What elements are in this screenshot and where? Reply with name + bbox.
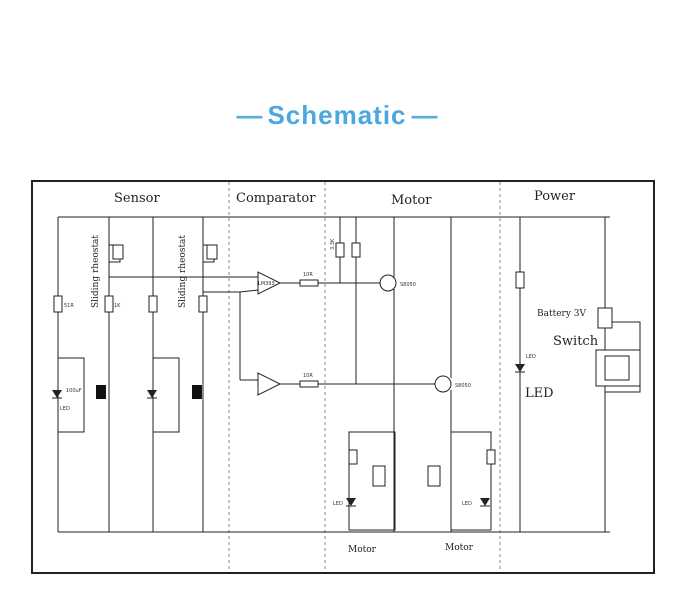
transistor-top-label: S8050 [400, 282, 416, 288]
ir-led-icon-2 [147, 390, 157, 398]
heading-dash-left: — [236, 100, 263, 130]
section-title-motor: Motor [391, 193, 432, 208]
section-title-comparator: Comparator [236, 191, 316, 206]
resistor-51r-label: 51R [64, 303, 74, 309]
switch-label: Switch [553, 334, 599, 349]
schematic-frame [31, 180, 655, 574]
battery-icon [597, 307, 613, 329]
section-title-power: Power [534, 189, 576, 204]
opamp-top-icon [257, 271, 282, 295]
heading-dash-right: — [411, 100, 438, 130]
power-led-small-label: LED [526, 354, 536, 360]
resistor-1k-label: 1K [114, 303, 121, 309]
motor-circuit: 3.3K S8050 S8050 LED Motor LED Motor [318, 217, 496, 555]
page-title: Schematic [267, 100, 407, 130]
motor-right-box [450, 431, 492, 531]
sliding-rheostat-1-label: Sliding rheostat [91, 235, 101, 308]
transistor-bottom-icon [434, 375, 452, 393]
motor-left-label: Motor [348, 545, 377, 555]
motor-left-icon [372, 465, 386, 487]
sensor-circuit-2: Sliding rheostat [147, 217, 240, 532]
motor-right-led-icon [480, 498, 490, 506]
opamp-bottom-icon [257, 372, 282, 396]
svg-text:LED: LED [462, 501, 472, 507]
sensor-circuit-1: 51R LED 100uF 1K Sliding rheostat [52, 217, 258, 532]
motor-left-box [348, 431, 396, 531]
section-title-sensor: Sensor [114, 191, 160, 206]
resistor-10r-top-label: 10R [303, 272, 313, 278]
motor-right-icon [427, 465, 441, 487]
power-circuit: LED LED Battery 3V Switch [515, 217, 641, 532]
comparator-circuit: LM393 10R 10R [239, 271, 319, 396]
battery-label: Battery 3V [537, 309, 587, 319]
motor-right-label: Motor [445, 543, 474, 553]
switch-icon [595, 349, 641, 387]
transistor-bottom-label: S8050 [455, 383, 471, 389]
led-small-label: LED [60, 406, 70, 412]
sliding-rheostat-2-label: Sliding rheostat [178, 235, 188, 308]
power-led-label: LED [525, 386, 554, 401]
ir-led-icon [52, 390, 62, 398]
svg-text:LED: LED [333, 501, 343, 507]
photodiode-icon-2 [192, 385, 202, 399]
schematic-heading: — Schematic — [0, 100, 674, 131]
motor-left-led-icon [346, 498, 356, 506]
resistor-10r-bottom-label: 10R [303, 373, 313, 379]
opamp-label: LM393 [258, 281, 275, 287]
cap-label: 100uF [66, 388, 82, 394]
photodiode-icon [96, 385, 106, 399]
transistor-top-icon [379, 274, 397, 292]
power-led-icon [515, 364, 525, 372]
resistor-3k3-label: 3.3K [330, 238, 336, 250]
